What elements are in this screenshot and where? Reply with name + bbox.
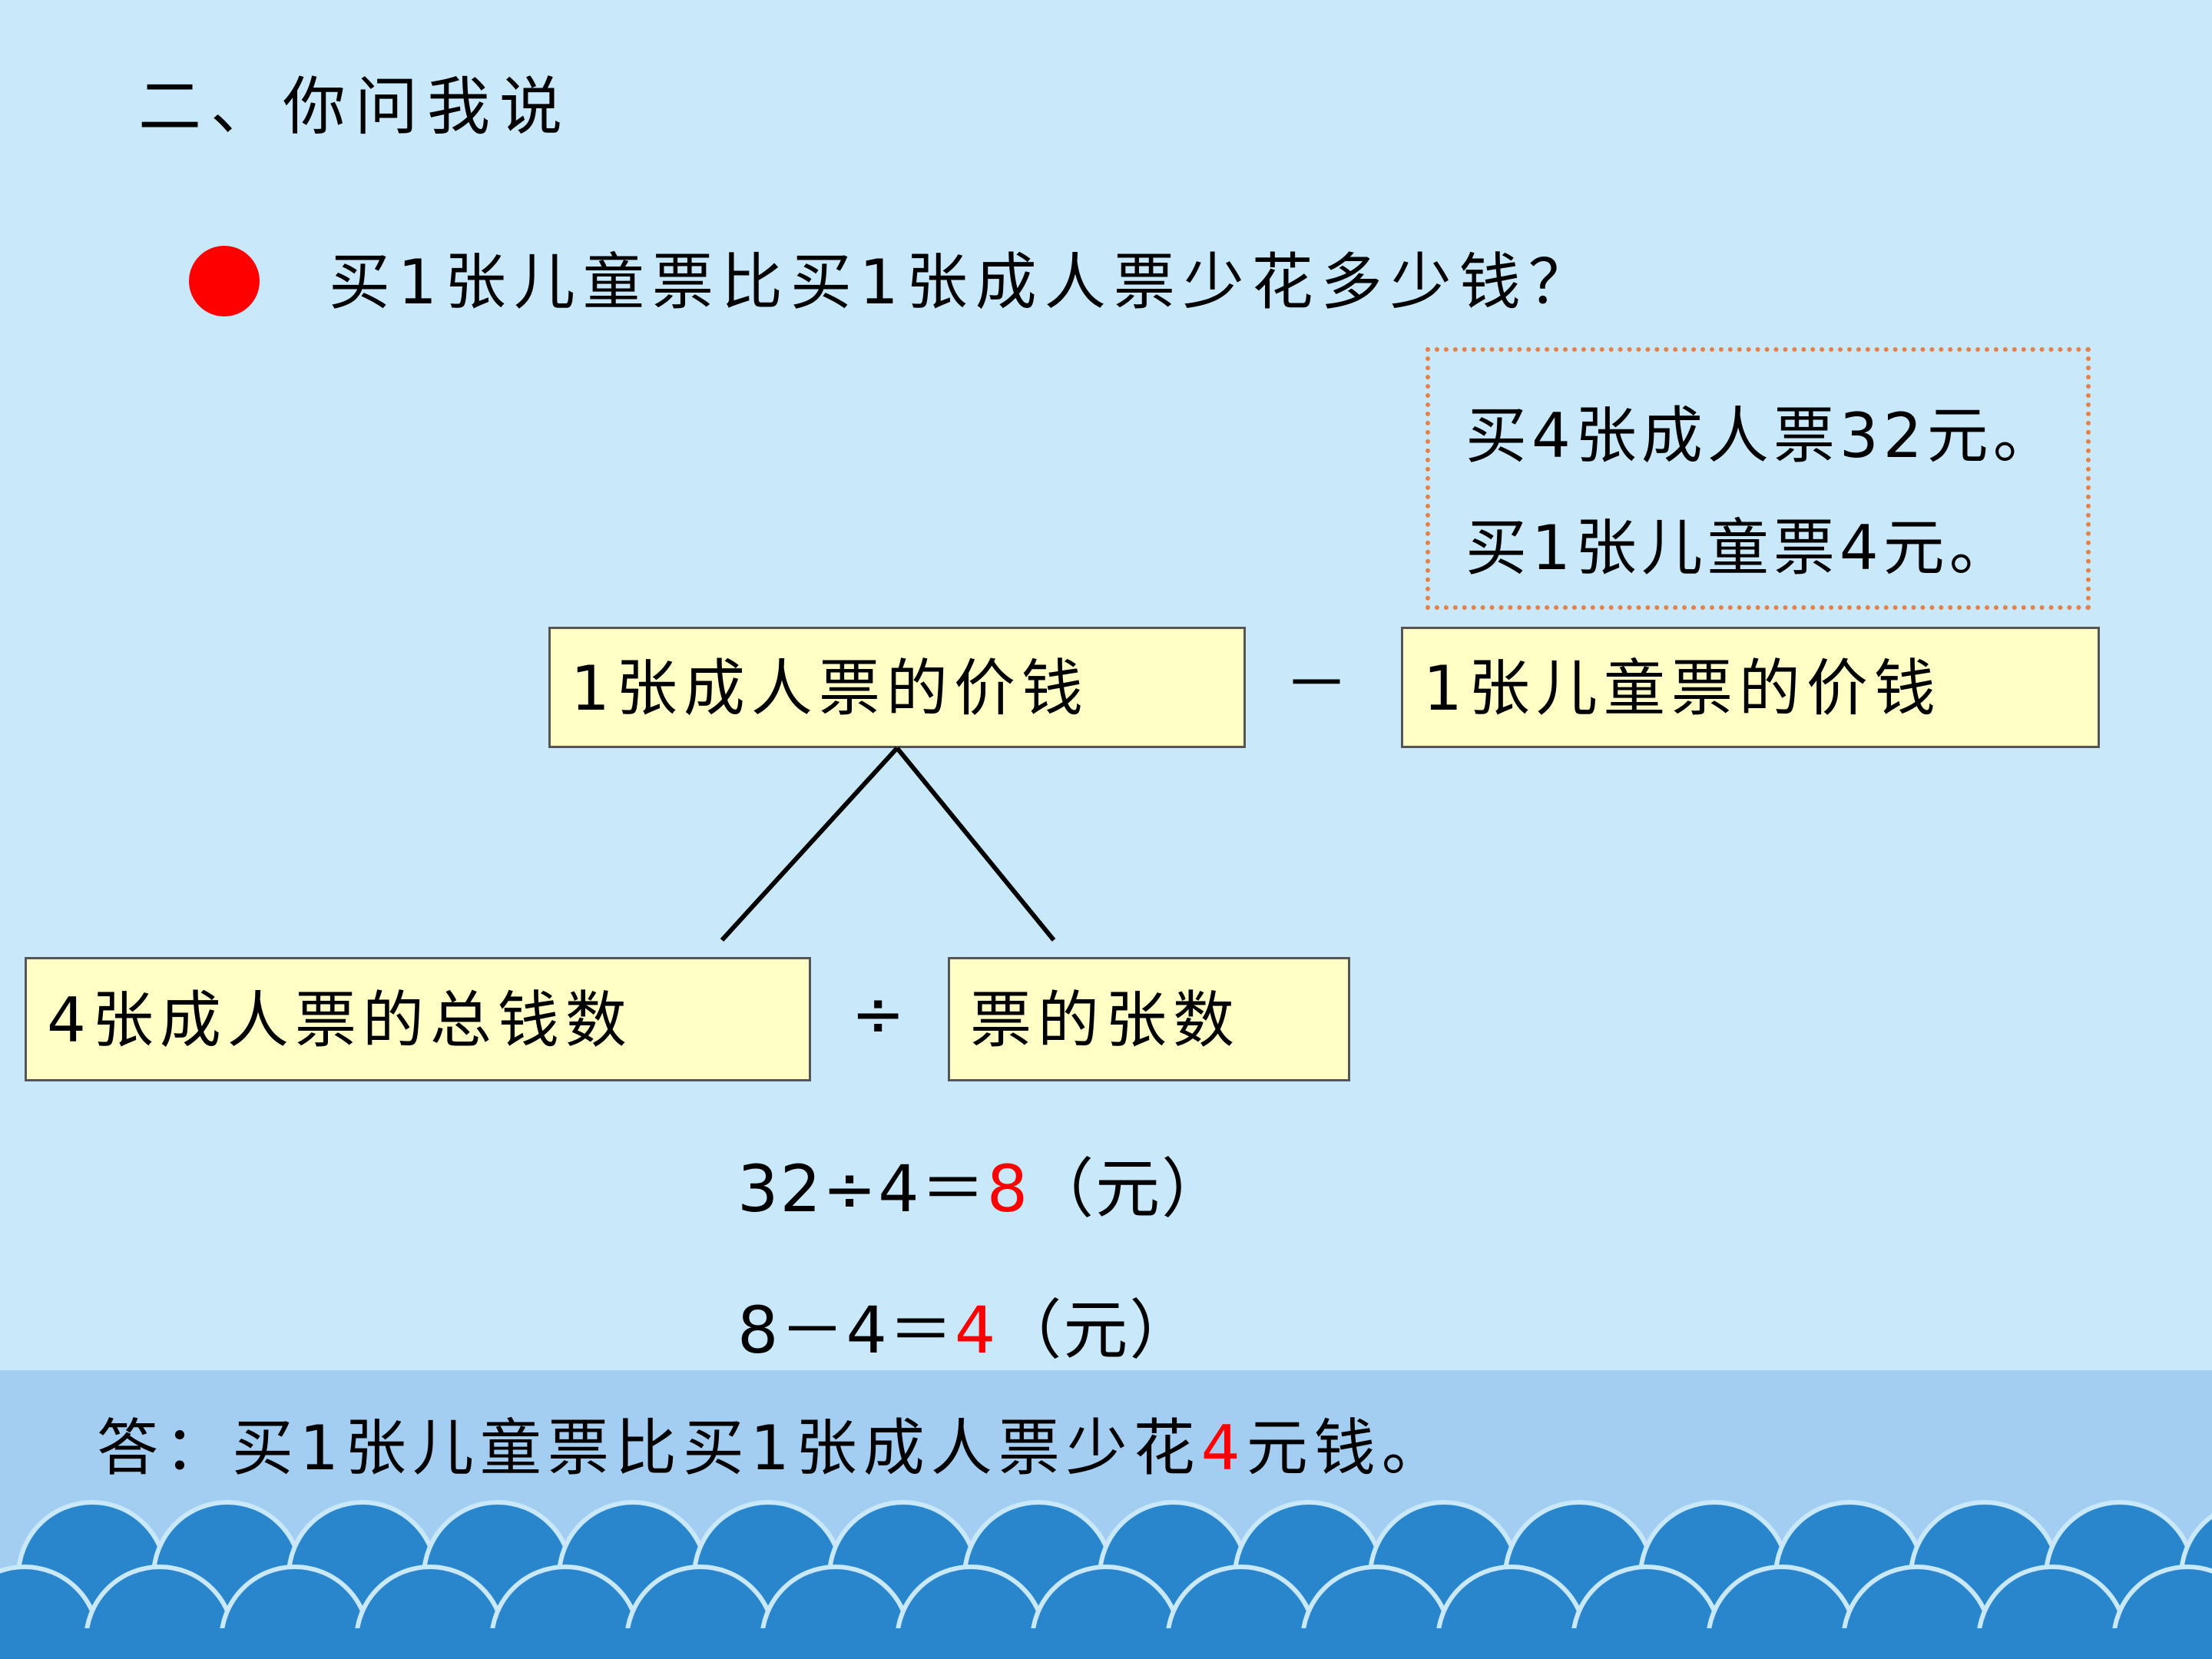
answer-prefix: 答：买1张儿童票比买1张成人票少花 — [97, 1412, 1201, 1484]
wave-decoration — [0, 1500, 2212, 1659]
child-price-box: 1张儿童票的价钱 — [1401, 627, 2100, 748]
red-bullet-icon — [189, 246, 260, 316]
equation-1-unit: （元） — [1029, 1151, 1228, 1227]
left-connector-line — [720, 746, 899, 942]
info-box — [1426, 347, 2091, 610]
equation-2-unit: （元） — [997, 1293, 1196, 1368]
ticket-count-box: 票的张数 — [948, 957, 1350, 1081]
divide-sign: ÷ — [851, 976, 906, 1051]
answer-value: 4 — [1200, 1412, 1247, 1484]
equation-1-expression: 32÷4＝ — [737, 1151, 987, 1227]
equation-2: 8－4＝4（元） — [737, 1292, 1195, 1369]
equation-1: 32÷4＝8（元） — [737, 1151, 1227, 1227]
minus-sign: － — [1284, 646, 1349, 721]
info-line-child: 买1张儿童票4元。 — [1465, 512, 2015, 584]
right-connector-line — [895, 747, 1056, 942]
equation-2-result: 4 — [954, 1293, 998, 1368]
answer-text: 答：买1张儿童票比买1张成人票少花4元钱。 — [97, 1410, 1449, 1487]
slide-title: 二、你问我说 — [138, 71, 572, 144]
answer-suffix: 元钱。 — [1246, 1412, 1449, 1484]
info-line-adult: 买4张成人票32元。 — [1465, 400, 2059, 472]
equation-2-expression: 8－4＝ — [737, 1293, 955, 1368]
equation-1-result: 8 — [986, 1151, 1030, 1227]
adult-price-box: 1张成人票的价钱 — [548, 627, 1246, 748]
adult-total-box: 4张成人票的总钱数 — [25, 957, 811, 1081]
question-text: 买1张儿童票比买1张成人票少花多少钱？ — [329, 247, 1598, 318]
